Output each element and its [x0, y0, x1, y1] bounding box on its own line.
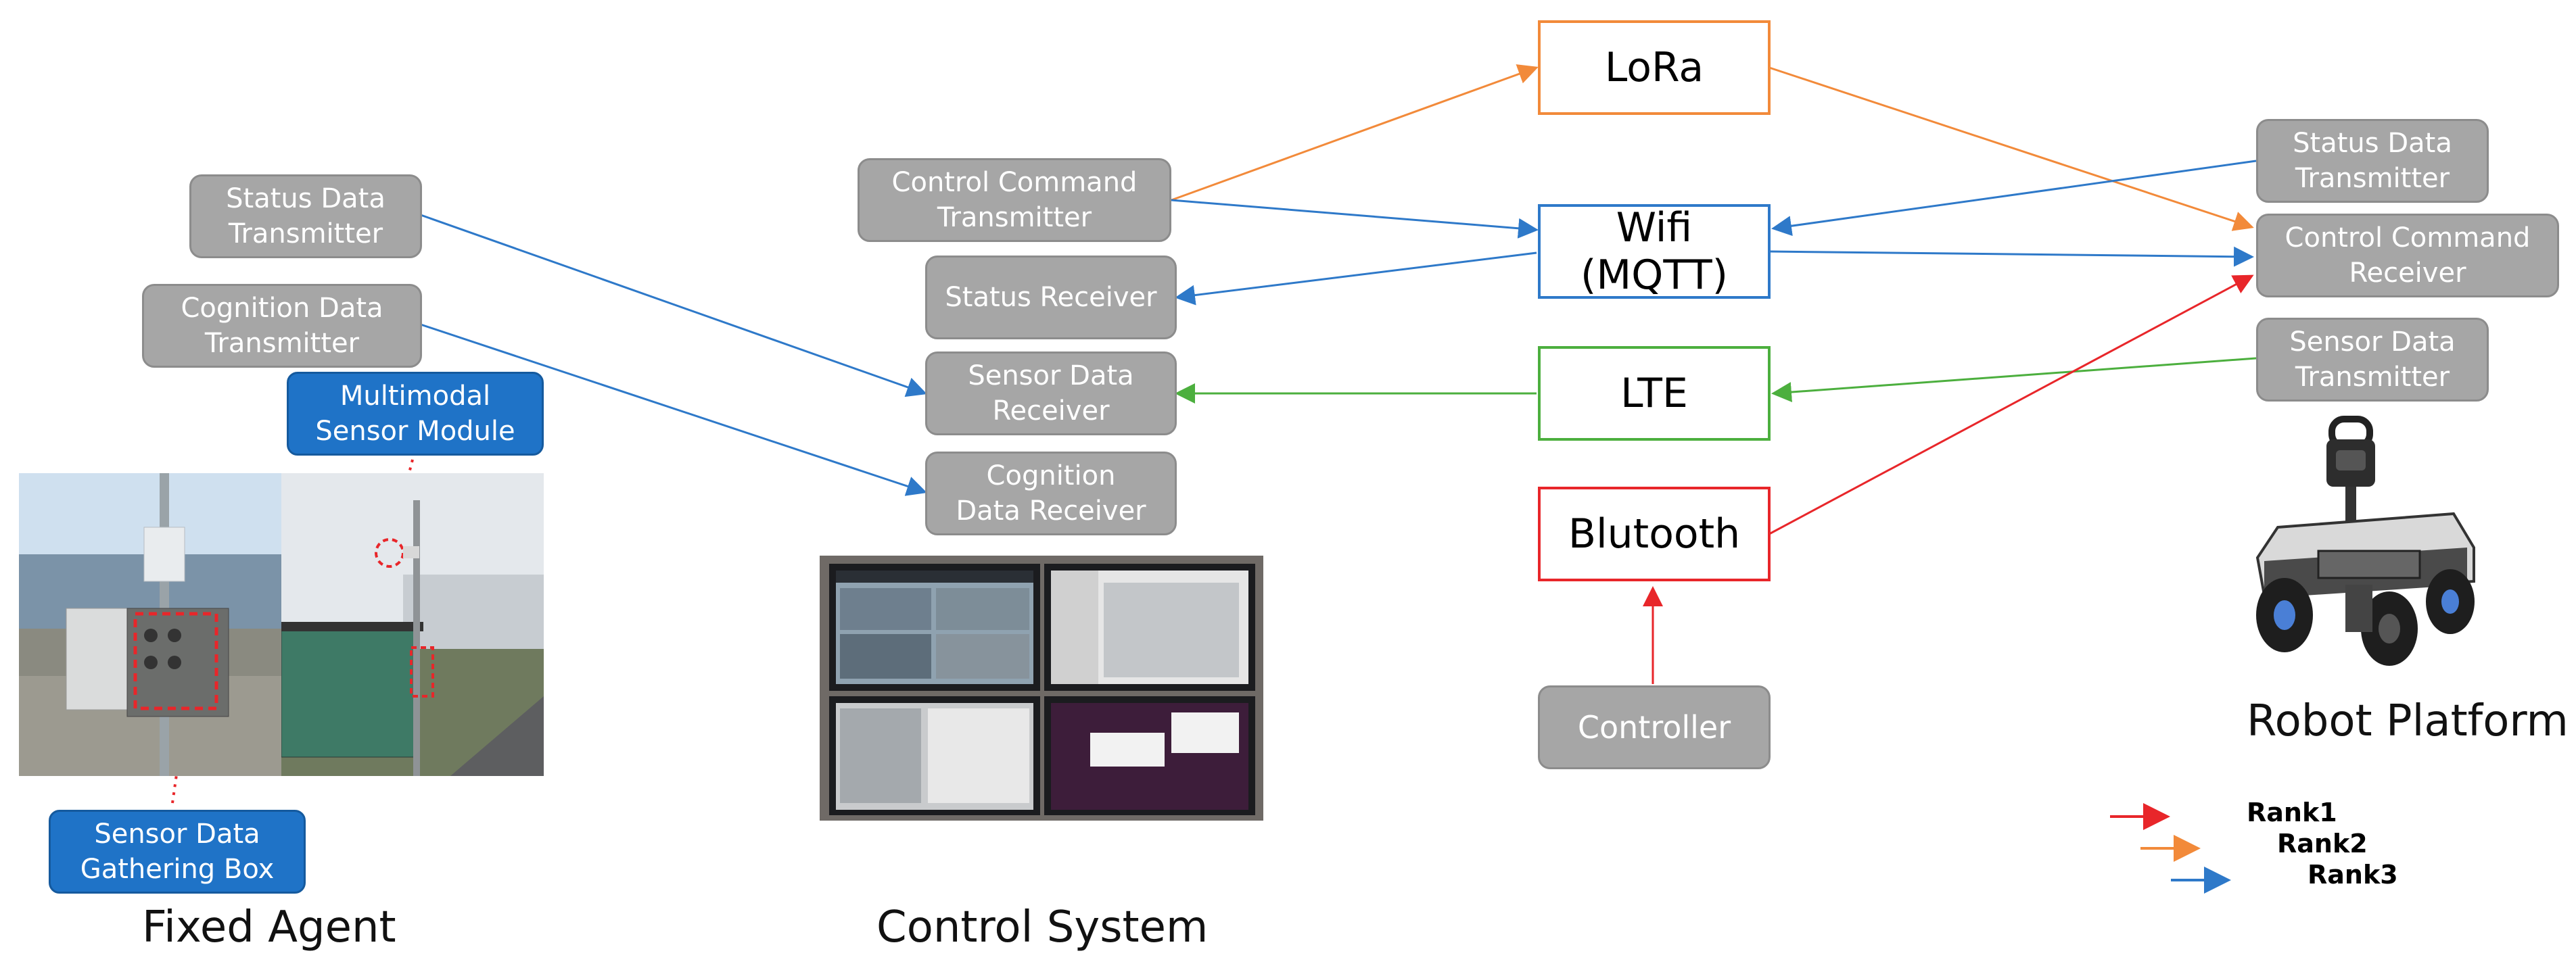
cognition-data-receiver: Cognition Data Receiver — [925, 452, 1177, 535]
legend-rank1-label: Rank1 — [2247, 798, 2337, 827]
fixed-agent-caption: Fixed Agent — [142, 902, 396, 952]
arrow-fixed-status-to-sensor-receiver — [420, 214, 927, 397]
arrow-cmd-to-lora — [1171, 64, 1539, 201]
legend-rank2-label: Rank2 — [2277, 829, 2368, 858]
controller-node: Controller — [1538, 685, 1771, 769]
control-system-caption: Control System — [876, 902, 1209, 952]
bluetooth-node: Blutooth — [1538, 487, 1771, 581]
robot-platform-caption: Robot Platform — [2247, 696, 2569, 746]
multimodal-sensor-module-label: Multimodal Sensor Module — [287, 372, 544, 456]
arrow-wifi-to-status-receiver — [1175, 251, 1537, 306]
arrow-cmd-to-wifi — [1171, 199, 1539, 239]
control-command-transmitter: Control Command Transmitter — [858, 158, 1171, 242]
wifi-mqtt-node: Wifi (MQTT) — [1538, 204, 1771, 299]
sensor-data-receiver: Sensor Data Receiver — [925, 351, 1177, 435]
robot-platform-illustration — [2251, 412, 2481, 683]
status-receiver: Status Receiver — [925, 256, 1177, 339]
lora-node: LoRa — [1538, 20, 1771, 115]
fixed-agent-photo-box — [19, 473, 281, 776]
arrow-bluetooth-to-cmd-receiver — [1769, 274, 2254, 535]
arrow-lora-to-cmd-receiver — [1769, 66, 2254, 231]
fixed-agent-photo-site — [281, 473, 544, 776]
robot-sensor-data-transmitter: Sensor Data Transmitter — [2256, 318, 2489, 402]
arrow-robot-sensor-to-lte — [1771, 357, 2257, 402]
robot-control-command-receiver: Control Command Receiver — [2256, 214, 2559, 297]
fixed-status-data-transmitter: Status Data Transmitter — [189, 174, 422, 258]
fixed-cognition-data-transmitter: Cognition Data Transmitter — [142, 284, 422, 368]
arrow-fixed-cognition-to-cognition-receiver — [420, 323, 927, 496]
robot-status-data-transmitter: Status Data Transmitter — [2256, 119, 2489, 203]
control-system-monitors-photo — [820, 556, 1263, 821]
lte-node: LTE — [1538, 346, 1771, 441]
arrow-wifi-to-cmd-receiver — [1769, 246, 2254, 267]
legend-rank3-label: Rank3 — [2308, 860, 2398, 890]
arrow-robot-status-to-wifi — [1771, 160, 2257, 237]
sensor-data-gathering-box-label: Sensor Data Gathering Box — [49, 810, 306, 894]
